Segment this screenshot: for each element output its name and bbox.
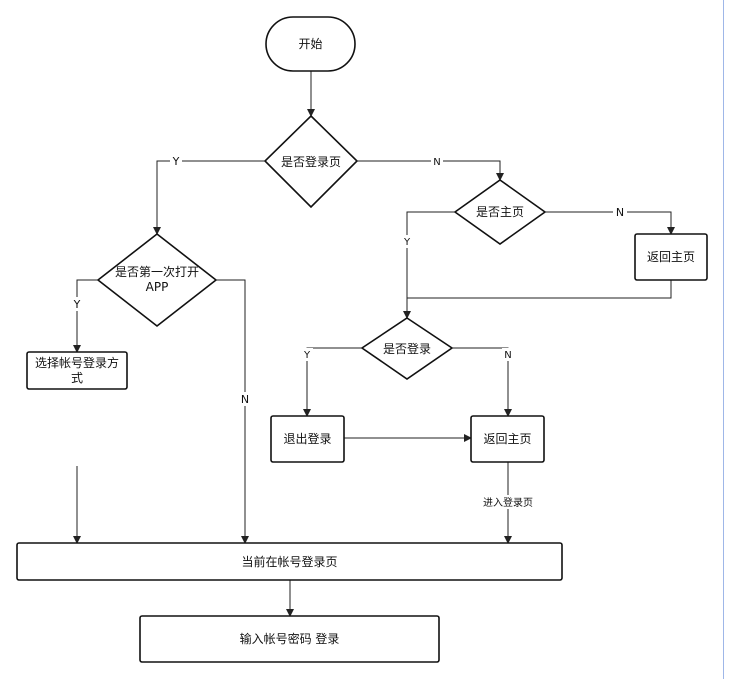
edge-login-page-yes xyxy=(153,160,265,235)
edge-logged-in-no xyxy=(452,347,512,417)
canvas-edge-guide xyxy=(723,0,724,679)
node-back-home-1: 返回主页 xyxy=(634,233,708,281)
edge-label-home-page-no: N xyxy=(616,206,624,219)
edge-labels: Y N N Y Y N Y N 进入登录页 xyxy=(71,154,627,509)
node-logout-label: 退出登录 xyxy=(283,431,331,446)
node-logout: 退出登录 xyxy=(270,415,345,463)
edge-logged-in-yes xyxy=(303,347,362,417)
edge-label-login-page-yes: Y xyxy=(172,155,180,168)
edge-label-login-page-no: N xyxy=(433,157,440,168)
edge-first-open-no xyxy=(216,279,249,544)
node-back-home-1-label: 返回主页 xyxy=(647,250,695,264)
node-choose-login-label-1: 选择帐号登录方 xyxy=(35,355,119,370)
node-first-open-label-1: 是否第一次打开 xyxy=(115,265,199,279)
node-back-home-2: 返回主页 xyxy=(470,415,545,463)
node-is-home-page-label: 是否主页 xyxy=(476,205,524,219)
edge-home-page-yes xyxy=(403,211,455,319)
node-current-login-page: 当前在帐号登录页 xyxy=(16,542,563,581)
edge-first-open-yes xyxy=(73,279,98,353)
node-start-label: 开始 xyxy=(298,37,322,51)
node-is-login-page-label: 是否登录页 xyxy=(281,154,341,169)
node-is-logged-in: 是否登录 xyxy=(360,317,454,380)
edges xyxy=(73,71,675,617)
node-is-home-page: 是否主页 xyxy=(453,179,547,245)
node-start: 开始 xyxy=(265,16,356,72)
edge-label-logged-in-no: N xyxy=(504,350,511,361)
edge-home-page-no xyxy=(545,211,675,235)
edge-label-first-open-no: N xyxy=(241,393,249,406)
edge-label-home-page-yes: Y xyxy=(403,237,411,248)
node-first-open-label-2: APP xyxy=(146,280,169,294)
edge-label-enter-login-page: 进入登录页 xyxy=(483,496,533,509)
edge-label-first-open-yes: Y xyxy=(73,298,81,311)
node-enter-credentials-label: 输入帐号密码 登录 xyxy=(240,631,340,646)
node-is-logged-in-label: 是否登录 xyxy=(383,341,431,356)
node-choose-login: 选择帐号登录方 式 xyxy=(26,351,128,390)
edge-login-page-no xyxy=(357,160,504,181)
node-current-login-page-label: 当前在帐号登录页 xyxy=(241,554,337,569)
node-is-login-page: 是否登录页 xyxy=(263,114,359,209)
edge-label-logged-in-yes: Y xyxy=(303,350,311,361)
node-choose-login-label-2: 式 xyxy=(71,371,83,385)
edge-back-home-merge xyxy=(407,280,672,299)
node-back-home-2-label: 返回主页 xyxy=(483,432,531,446)
node-enter-credentials: 输入帐号密码 登录 xyxy=(139,615,440,663)
node-first-open: 是否第一次打开 APP xyxy=(96,232,218,328)
